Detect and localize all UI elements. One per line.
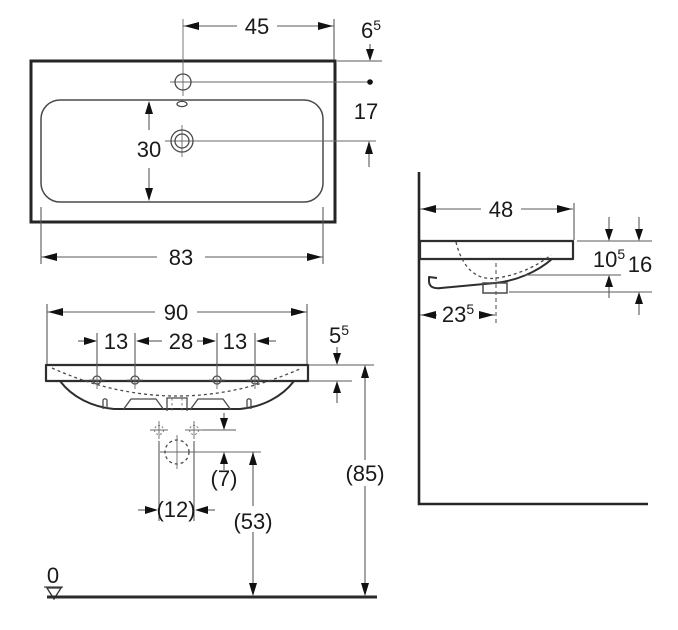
plan-view: 45 65 17 30 [29, 14, 382, 270]
waste-outlet [482, 282, 508, 294]
dim-83: 83 [40, 207, 324, 270]
dim-label-28: 28 [169, 329, 193, 354]
mounting-point-icon [150, 421, 168, 439]
dim-53: (53) [233, 452, 273, 596]
dim-label-48: 48 [489, 197, 513, 222]
side-view: 48 105 16 235 [417, 172, 652, 506]
cutout-slot-left [102, 398, 108, 409]
dim-label-7: (7) [211, 466, 238, 491]
bowl-hidden-contour-front [51, 367, 303, 397]
cutout-slot-right [246, 398, 252, 409]
dim-23-5: 235 [420, 301, 495, 327]
cutout-left [122, 398, 165, 411]
dim-16: 16 [628, 217, 652, 315]
faucet-hole-icon [174, 73, 192, 91]
dim-85: (85) [345, 365, 385, 596]
dim-label-13-right: 13 [223, 329, 247, 354]
dim-48: 48 [420, 197, 575, 240]
dim-label-16: 16 [628, 252, 652, 277]
dim-chain-dot [367, 79, 373, 85]
dim-6-5: 65 [337, 17, 382, 62]
dim-label-30: 30 [137, 137, 161, 162]
dim-12: (12) [138, 441, 215, 522]
datum-triangle-icon [45, 587, 63, 601]
dim-label-13-left: 13 [104, 329, 128, 354]
dim-label-17: 17 [354, 99, 378, 124]
dim-label-12: (12) [156, 497, 195, 522]
apron-profile [59, 380, 295, 410]
cutout-right [189, 398, 232, 411]
dim-label-90: 90 [164, 300, 188, 325]
datum-label: 0 [47, 563, 59, 588]
dim-label-23-5: 235 [442, 301, 474, 327]
dim-45: 45 [183, 14, 335, 60]
dim-label-45: 45 [245, 14, 269, 39]
dim-label-6-5: 65 [361, 17, 381, 43]
drain-hole-outer-icon [170, 129, 194, 153]
dim-5-5: 55 [309, 322, 374, 403]
dim-label-85: (85) [345, 461, 384, 486]
overflow-slot-icon [176, 100, 188, 108]
cutout-center [166, 397, 188, 411]
mounting-point-icon [185, 421, 203, 439]
drain-hole-inner-icon [174, 133, 190, 149]
dim-30: 30 [137, 101, 161, 201]
dim-label-53: (53) [233, 509, 272, 534]
basin-underside-profile [428, 258, 553, 290]
bowl-hidden-contour [455, 241, 552, 280]
datum-zero: 0 [44, 563, 63, 601]
dim-label-83: 83 [169, 245, 193, 270]
wall-line [417, 172, 648, 506]
front-view: 90 13 28 13 55 [44, 300, 385, 601]
dim-chain-13-28-13: 13 28 13 [78, 329, 276, 376]
dim-label-5-5: 55 [329, 322, 349, 348]
dim-10-5: 105 [593, 217, 625, 298]
dim-7: (7) [211, 413, 238, 491]
siphon-outlet-icon [160, 435, 261, 469]
dim-label-10-5: 105 [593, 246, 625, 272]
basin-slab-front [44, 363, 310, 383]
dim-90: 90 [46, 300, 308, 364]
basin-slab-side [418, 239, 575, 261]
dim-17: 17 [354, 99, 378, 167]
basin-inner-bowl [40, 99, 324, 203]
